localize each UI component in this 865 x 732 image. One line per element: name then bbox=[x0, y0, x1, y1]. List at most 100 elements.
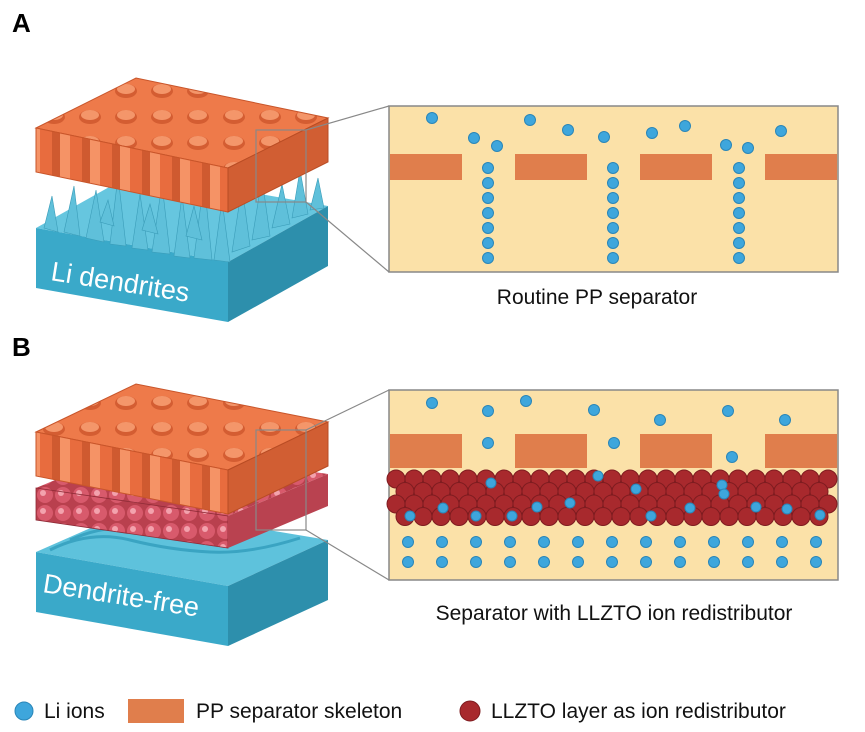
li-ion bbox=[468, 132, 480, 144]
li-ion bbox=[810, 536, 822, 548]
pp-skeleton-bar bbox=[640, 154, 712, 180]
llzto-particle bbox=[611, 507, 631, 526]
li-ion bbox=[504, 536, 516, 548]
li-ion bbox=[750, 501, 762, 513]
li-ion bbox=[531, 501, 543, 513]
li-ion bbox=[733, 162, 745, 174]
panel-b-zoom-connector bbox=[255, 389, 390, 581]
li-ion bbox=[426, 397, 438, 409]
li-ion bbox=[491, 140, 503, 152]
li-ion bbox=[654, 414, 666, 426]
li-ion bbox=[520, 395, 532, 407]
panel-b-caption: Separator with LLZTO ion redistributor bbox=[436, 602, 793, 625]
li-ion bbox=[606, 536, 618, 548]
li-ion bbox=[733, 252, 745, 264]
li-ion bbox=[742, 536, 754, 548]
li-ion bbox=[606, 556, 618, 568]
li-ion bbox=[470, 510, 482, 522]
panel-a-li-dendrites bbox=[43, 169, 325, 263]
li-ion bbox=[708, 556, 720, 568]
li-ion bbox=[607, 207, 619, 219]
panel-a-zoom-connector bbox=[255, 105, 390, 273]
pp-skeleton-bar bbox=[765, 154, 837, 180]
legend-pp-swatch bbox=[128, 699, 184, 723]
pp-skeleton-bar bbox=[640, 434, 712, 468]
li-ion bbox=[538, 556, 550, 568]
llzto-particle bbox=[701, 507, 721, 526]
li-ion bbox=[607, 162, 619, 174]
li-ion bbox=[482, 405, 494, 417]
li-ion bbox=[588, 404, 600, 416]
li-ion bbox=[608, 437, 620, 449]
pp-skeleton-bar bbox=[390, 434, 462, 468]
li-ion bbox=[742, 556, 754, 568]
li-ion bbox=[470, 556, 482, 568]
li-ion bbox=[726, 451, 738, 463]
li-ion bbox=[708, 536, 720, 548]
li-ion bbox=[720, 139, 732, 151]
li-ion bbox=[607, 237, 619, 249]
panel-b-li-ions bbox=[402, 395, 826, 568]
li-ion bbox=[524, 114, 536, 126]
li-ion bbox=[538, 536, 550, 548]
legend: Li ions PP separator skeleton LLZTO laye… bbox=[14, 699, 786, 723]
li-ion bbox=[733, 207, 745, 219]
legend-llzto-label: LLZTO layer as ion redistributor bbox=[491, 700, 786, 723]
li-ion bbox=[482, 162, 494, 174]
llzto-particle bbox=[629, 507, 649, 526]
li-ion bbox=[781, 503, 793, 515]
li-ion bbox=[598, 131, 610, 143]
li-ion bbox=[733, 222, 745, 234]
panel-a-letter: A bbox=[12, 8, 31, 38]
pp-skeleton-bar bbox=[515, 434, 587, 468]
li-ion bbox=[674, 536, 686, 548]
li-ion bbox=[402, 556, 414, 568]
li-ion bbox=[716, 479, 728, 491]
li-ion bbox=[482, 192, 494, 204]
li-ion bbox=[504, 556, 516, 568]
li-ion bbox=[630, 483, 642, 495]
li-ion bbox=[733, 237, 745, 249]
li-ion bbox=[814, 509, 826, 521]
panel-b-zoom-box bbox=[386, 389, 839, 581]
llzto-particle bbox=[413, 507, 433, 526]
li-ion bbox=[482, 177, 494, 189]
li-ion bbox=[470, 536, 482, 548]
li-ion bbox=[742, 142, 754, 154]
li-ion bbox=[482, 437, 494, 449]
li-ion bbox=[779, 414, 791, 426]
li-ion bbox=[645, 510, 657, 522]
li-ion bbox=[607, 252, 619, 264]
li-ion bbox=[733, 177, 745, 189]
li-ion bbox=[679, 120, 691, 132]
legend-li-ion-swatch bbox=[14, 701, 34, 721]
li-ion bbox=[674, 556, 686, 568]
li-ion bbox=[485, 477, 497, 489]
li-ion bbox=[592, 470, 604, 482]
li-ion bbox=[722, 405, 734, 417]
li-ion bbox=[640, 556, 652, 568]
panel-a-li-ions bbox=[426, 112, 787, 264]
llzto-particle bbox=[539, 507, 559, 526]
llzto-particle bbox=[575, 507, 595, 526]
li-ion bbox=[775, 125, 787, 137]
li-ion bbox=[810, 556, 822, 568]
li-ion bbox=[718, 488, 730, 500]
li-ion bbox=[776, 536, 788, 548]
li-ion bbox=[646, 127, 658, 139]
legend-li-ions-label: Li ions bbox=[44, 700, 105, 723]
panel-a-separator-block bbox=[34, 77, 330, 213]
li-ion bbox=[564, 497, 576, 509]
pp-skeleton-bar bbox=[515, 154, 587, 180]
li-ion bbox=[572, 536, 584, 548]
li-ion bbox=[404, 510, 416, 522]
li-ion bbox=[506, 510, 518, 522]
li-ion bbox=[607, 192, 619, 204]
panel-a-caption: Routine PP separator bbox=[497, 286, 697, 309]
li-ion bbox=[426, 112, 438, 124]
li-ion bbox=[436, 556, 448, 568]
llzto-particle bbox=[719, 507, 739, 526]
llzto-particle bbox=[791, 507, 811, 526]
li-ion bbox=[402, 536, 414, 548]
